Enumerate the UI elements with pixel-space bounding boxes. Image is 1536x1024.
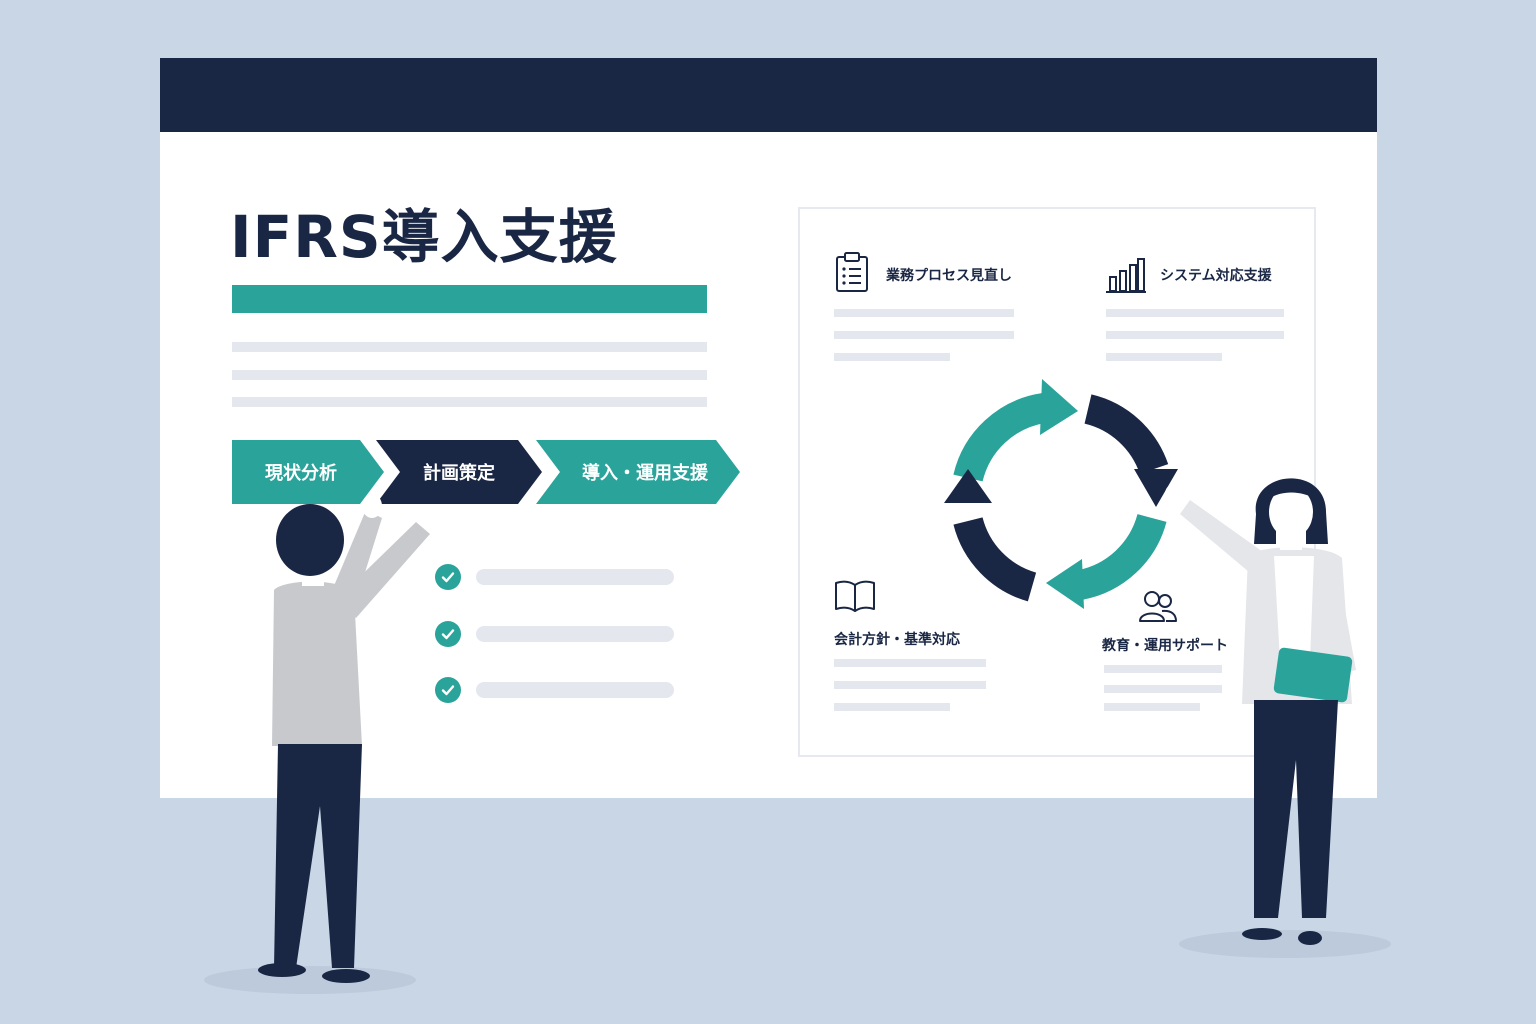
book-icon xyxy=(834,579,876,617)
feature-label-business-process: 業務プロセス見直し xyxy=(886,268,1012,284)
placeholder-line xyxy=(1104,703,1200,711)
cycle-arrows-icon xyxy=(930,373,1190,627)
feature-label-accounting-policy: 会計方針・基準対応 xyxy=(834,632,960,648)
placeholder-line xyxy=(834,353,950,361)
process-step-label: 計画策定 xyxy=(423,463,495,484)
placeholder-line xyxy=(1106,309,1284,317)
board-header-bar xyxy=(160,58,1377,132)
process-step-analysis[interactable]: 現状分析 xyxy=(232,440,384,504)
checklist-placeholder xyxy=(476,626,674,642)
placeholder-line xyxy=(834,659,986,667)
check-icon xyxy=(435,677,461,703)
bar-chart-icon xyxy=(1106,257,1146,297)
accent-bar xyxy=(232,285,707,313)
placeholder-line xyxy=(834,703,950,711)
placeholder-line xyxy=(232,342,707,352)
checklist-placeholder xyxy=(476,682,674,698)
clipboard-icon xyxy=(834,251,870,297)
people-icon xyxy=(1138,589,1178,627)
female-presenter-illustration xyxy=(1150,460,1400,974)
placeholder-line xyxy=(834,331,1014,339)
check-icon xyxy=(435,621,461,647)
feature-label-education-support: 教育・運用サポート xyxy=(1102,638,1228,654)
male-presenter-illustration xyxy=(190,490,450,1004)
placeholder-line xyxy=(834,309,1014,317)
check-icon xyxy=(435,564,461,590)
process-step-implementation[interactable]: 導入・運用支援 xyxy=(536,440,740,504)
process-step-label: 導入・運用支援 xyxy=(582,463,708,484)
placeholder-line xyxy=(232,370,707,380)
checklist-placeholder xyxy=(476,569,674,585)
placeholder-line xyxy=(834,681,986,689)
process-step-label: 現状分析 xyxy=(265,463,337,484)
feature-panel: 業務プロセス見直し システム対応支援 xyxy=(798,207,1316,757)
placeholder-line xyxy=(232,397,707,407)
feature-label-system-support: システム対応支援 xyxy=(1160,268,1272,284)
process-step-planning[interactable]: 計画策定 xyxy=(376,440,542,504)
placeholder-line xyxy=(1106,331,1284,339)
placeholder-line xyxy=(1106,353,1222,361)
placeholder-line xyxy=(1104,665,1222,673)
placeholder-line xyxy=(1104,685,1222,693)
slide-title: IFRS導入支援 xyxy=(230,203,618,271)
